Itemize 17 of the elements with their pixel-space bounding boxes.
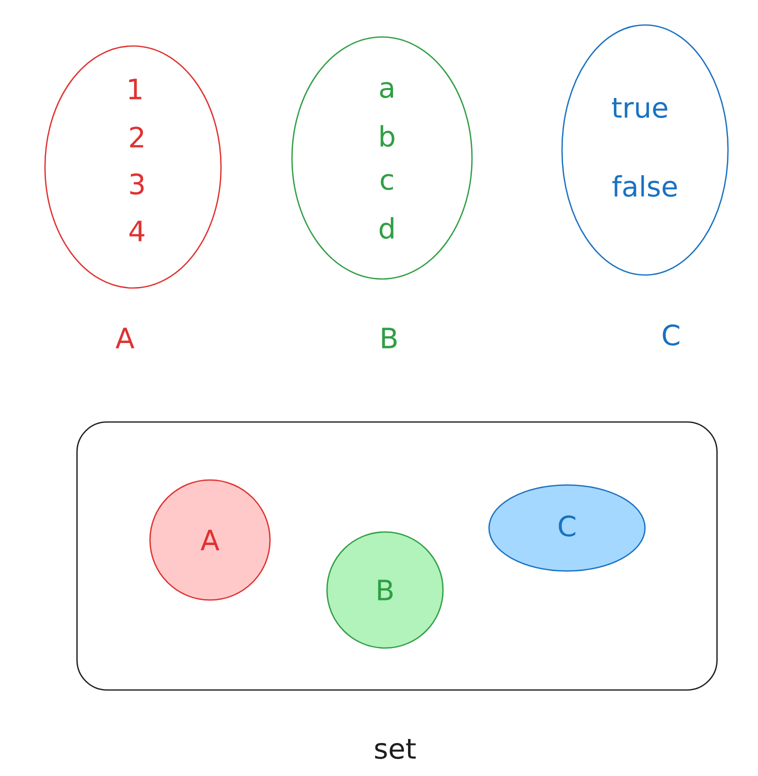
circle-label: A [200,530,220,550]
element-text: 1 [129,78,142,100]
element-text: 2 [130,126,144,148]
element-text: d [380,217,394,239]
element-text: false [612,175,677,197]
element-text: a [380,82,394,98]
node-label: C [662,324,680,346]
element-text: 4 [129,220,144,242]
element-text: 3 [130,173,144,195]
element-text: c [380,174,393,190]
element-text: b [380,125,394,147]
circle-label: C [558,515,576,537]
element-text: true [612,98,668,118]
node-label: set [375,739,416,760]
circle-label: B [378,580,393,600]
node-label: B [382,328,397,348]
node-label: A [116,328,134,348]
